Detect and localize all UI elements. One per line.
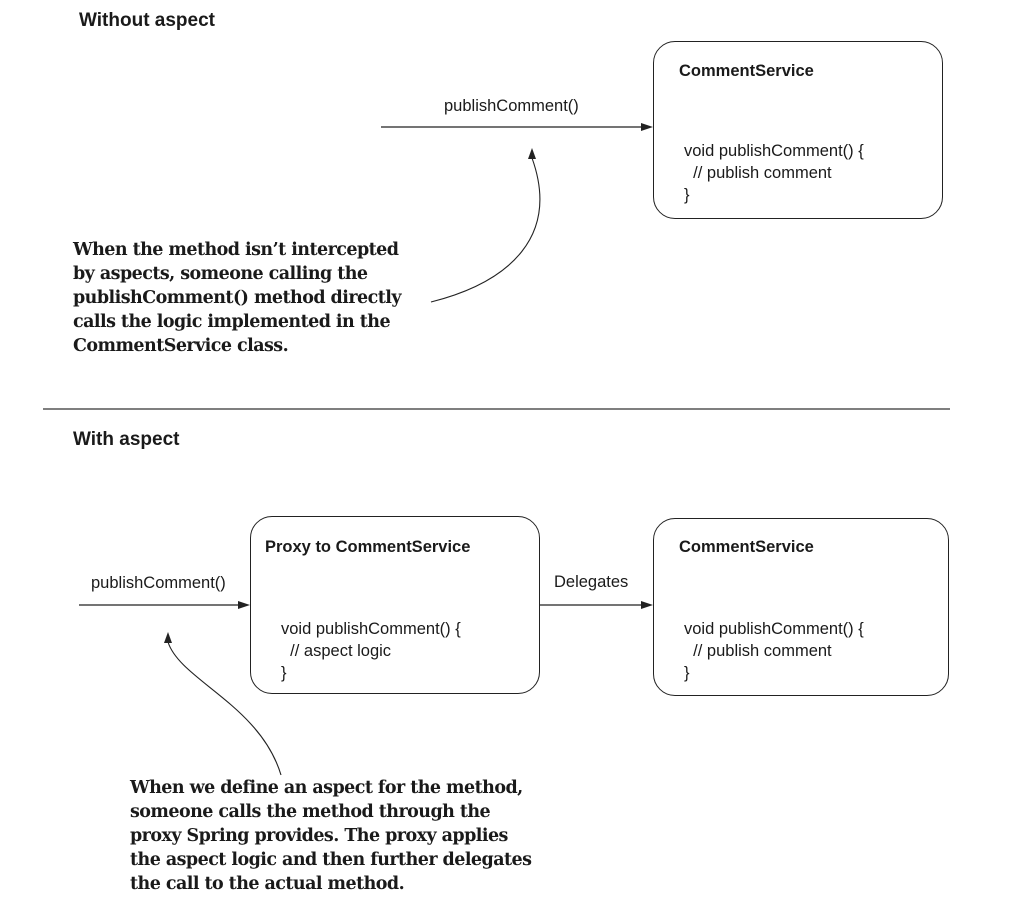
- note-line: someone calls the method through the: [130, 802, 491, 822]
- box-title: CommentService: [679, 62, 814, 80]
- call-label-top: publishComment(): [444, 97, 579, 115]
- delegates-label: Delegates: [554, 573, 629, 591]
- section-heading-with-aspect: With aspect: [73, 429, 180, 450]
- annotation-note-bottom: When we define an aspect for the method,…: [130, 776, 532, 896]
- comment-service-box-bottom: CommentService void publishComment() { /…: [653, 518, 949, 696]
- code-line: void publishComment() {: [684, 620, 864, 638]
- call-arrow-top: [381, 123, 653, 131]
- note-line: by aspects, someone calling the: [73, 264, 368, 284]
- code-line: void publishComment() {: [281, 620, 461, 638]
- code-line: }: [281, 664, 287, 682]
- method-code: void publishComment() { // aspect logic …: [281, 618, 461, 684]
- call-label-bottom: publishComment(): [91, 574, 226, 592]
- note-line: publishComment() method directly: [73, 288, 402, 308]
- annotation-leader-top: [430, 148, 541, 303]
- box-title: Proxy to CommentService: [265, 538, 471, 556]
- code-line: void publishComment() {: [684, 142, 864, 160]
- code-line: }: [684, 186, 690, 204]
- code-line: }: [684, 664, 690, 682]
- note-line: When the method isn’t intercepted: [73, 240, 399, 260]
- box-title: CommentService: [679, 538, 814, 556]
- note-line: When we define an aspect for the method,: [130, 778, 523, 798]
- code-line: // aspect logic: [281, 642, 392, 660]
- annotation-note-top: When the method isn’t intercepted by asp…: [73, 238, 402, 358]
- method-code: void publishComment() { // publish comme…: [684, 140, 864, 206]
- note-line: proxy Spring provides. The proxy applies: [130, 826, 508, 846]
- note-line: calls the logic implemented in the: [73, 312, 391, 332]
- comment-service-box-top: CommentService void publishComment() { /…: [653, 41, 943, 219]
- call-arrow-bottom: [79, 601, 250, 609]
- delegates-arrow: [540, 601, 653, 609]
- code-line: // publish comment: [684, 164, 832, 182]
- note-line: the call to the actual method.: [130, 874, 405, 894]
- method-code: void publishComment() { // publish comme…: [684, 618, 864, 684]
- note-line: CommentService class.: [73, 336, 289, 356]
- code-line: // publish comment: [684, 642, 832, 660]
- section-heading-without-aspect: Without aspect: [79, 10, 215, 31]
- proxy-box: Proxy to CommentService void publishComm…: [250, 516, 540, 694]
- note-line: the aspect logic and then further delega…: [130, 850, 532, 870]
